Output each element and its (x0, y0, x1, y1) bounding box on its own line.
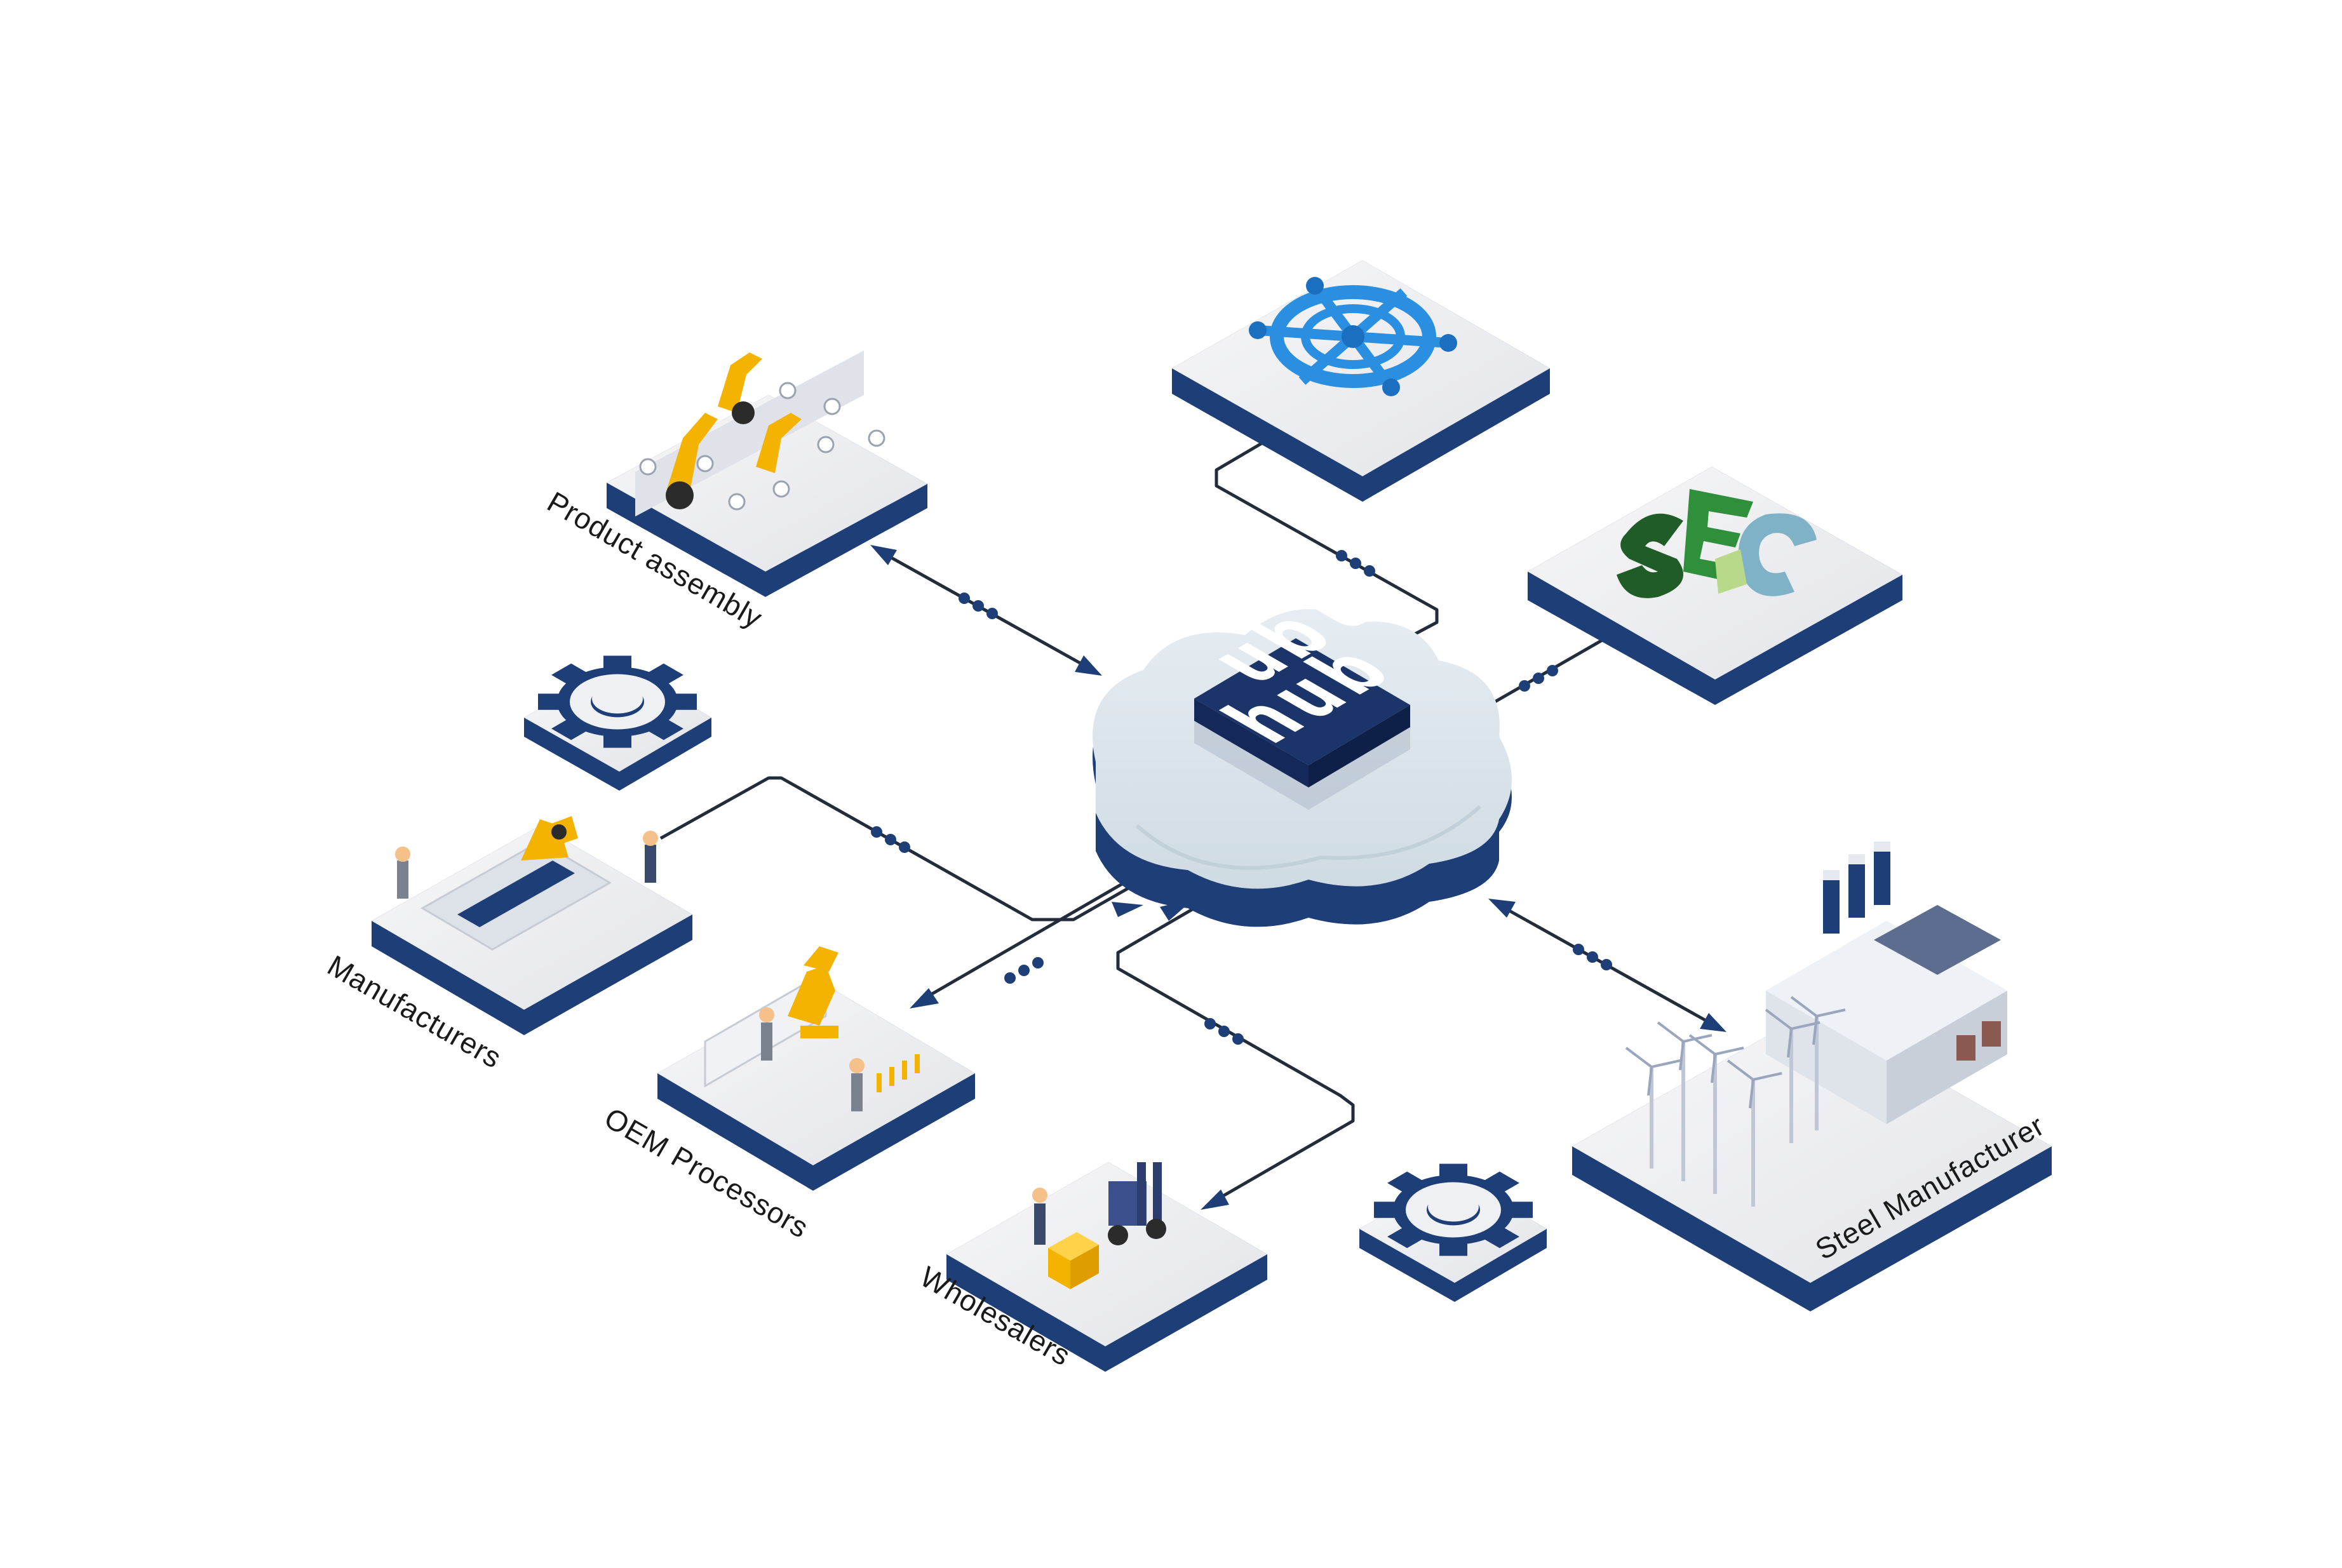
arrow-head (1112, 902, 1143, 917)
esg-letters-icon (1617, 489, 1817, 598)
ubl-hub[interactable]: ubl hub (1093, 573, 1512, 927)
node-esg[interactable] (1528, 467, 1902, 705)
network-wheel-icon (1249, 277, 1457, 396)
arrow-head (1201, 1189, 1229, 1210)
connector-dots (1336, 550, 1375, 577)
arrow-head (910, 988, 939, 1008)
node-network-wheel[interactable] (1172, 260, 1550, 502)
robot-arm-icon (635, 350, 885, 517)
node-manufacturers[interactable]: Manufacturers (322, 816, 692, 1075)
connector-dots (1204, 1018, 1244, 1045)
connector-wholesalers (1116, 869, 1355, 1205)
forklift-icon (1032, 1162, 1166, 1289)
factory-icon (1766, 841, 2007, 1124)
ubl-hub-logo: ubl hub (1186, 573, 1416, 810)
wind-turbine-icon (1625, 996, 1846, 1207)
connector-network-wheel (1215, 436, 1439, 640)
connector-dots (1573, 944, 1612, 970)
robot-cell-icon (704, 946, 920, 1111)
node-wholesalers[interactable]: Wholesalers (915, 1162, 1267, 1372)
node-gear-right (1359, 1163, 1547, 1302)
assembly-line-icon (395, 816, 658, 951)
arrow-head (1075, 655, 1102, 676)
node-steel-manufacturer[interactable]: Steel Manufacturer (1572, 841, 2052, 1311)
platform-top (946, 1162, 1267, 1346)
arrow-head (870, 545, 897, 565)
platform-top (607, 395, 927, 572)
platform-top (657, 981, 975, 1165)
connector-dots (1004, 957, 1044, 984)
arrow-head (1488, 899, 1516, 918)
arrow-head (1700, 1013, 1726, 1032)
gear-icon (1374, 1163, 1533, 1256)
connector-dots (959, 593, 998, 619)
connector-dots (871, 826, 910, 853)
connector-dots (1519, 665, 1558, 692)
gear-icon (538, 655, 697, 748)
node-oem-processors[interactable]: OEM Processors (599, 946, 975, 1244)
connector-product-assembly (878, 549, 1094, 672)
node-product-assembly[interactable]: Product assembly (542, 350, 927, 635)
node-gear-left (524, 655, 711, 791)
